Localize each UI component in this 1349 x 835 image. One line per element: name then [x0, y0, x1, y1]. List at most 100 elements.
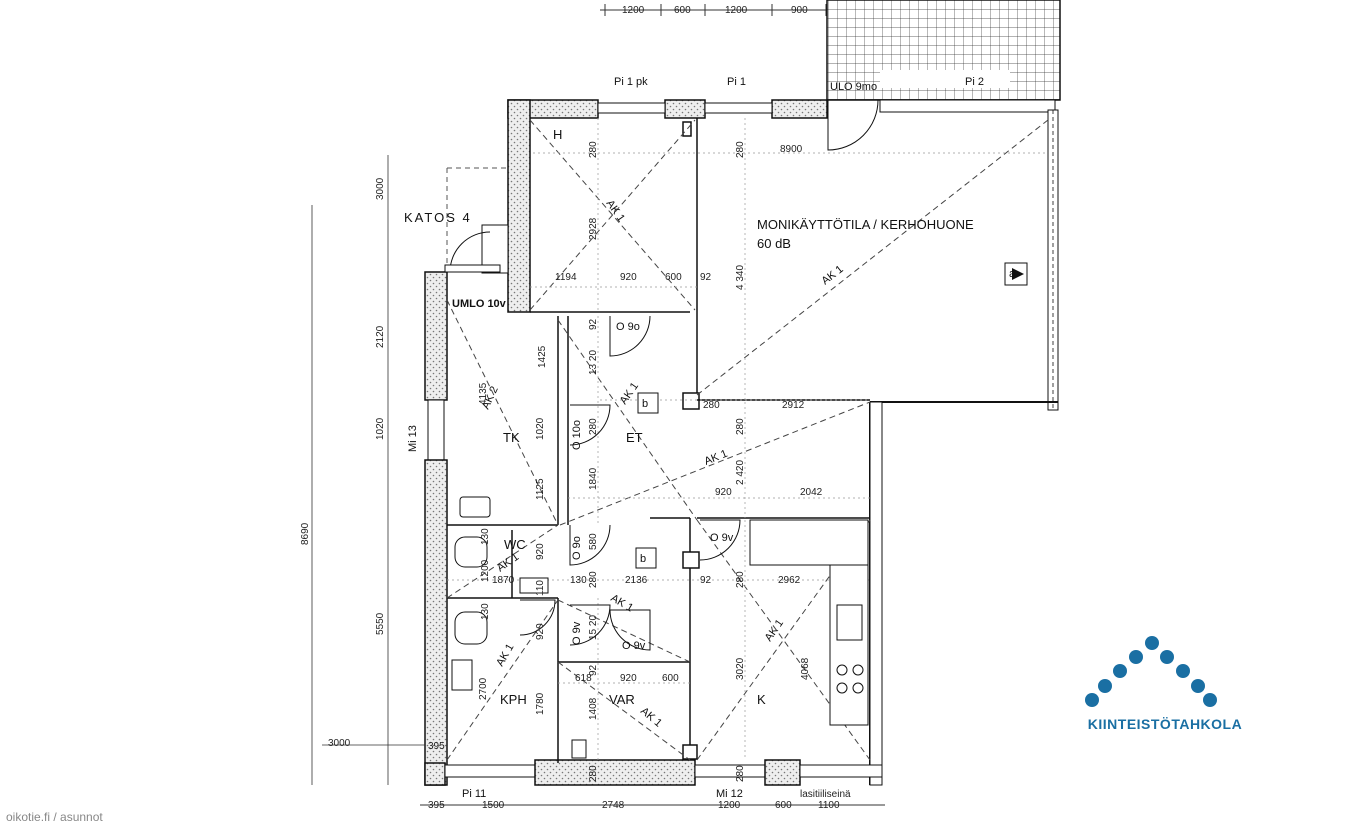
dim-280g: 280 — [735, 571, 746, 588]
terrace-label-bg — [880, 70, 1010, 88]
dim-top-1: 1200 — [622, 5, 645, 16]
door-o10o: O 10o — [571, 420, 583, 450]
dim-left-5: 8690 — [300, 522, 311, 545]
dim-1840: 1840 — [588, 467, 599, 490]
dim-1520: 15 20 — [588, 615, 599, 640]
dim-left-1: 3000 — [375, 177, 386, 200]
dim-left-4: 5550 — [375, 612, 386, 635]
dim-2928: 2928 — [588, 217, 599, 240]
markers: a b b — [635, 262, 1028, 569]
marker-a: a — [1009, 268, 1016, 280]
dim-92a: 92 — [700, 272, 712, 283]
dim-2136: 2136 — [625, 575, 648, 586]
ak-var: AK 1 — [638, 705, 664, 730]
dim-left-2: 2120 — [375, 325, 386, 348]
dim-130a: 130 — [480, 528, 491, 545]
label-ulo: ULO 9mo — [830, 81, 877, 93]
logo-wordmark: KIINTEISTÖTAHKOLA — [1087, 716, 1243, 732]
dim-2962: 2962 — [778, 575, 801, 586]
toilet-kph — [454, 611, 488, 645]
dim-280e: 280 — [735, 418, 746, 435]
dim-920c: 920 — [535, 543, 546, 560]
dim-2420: 2 420 — [735, 460, 746, 485]
dim-bottom-5: 600 — [775, 800, 792, 811]
door-o9o-b: O 9o — [571, 536, 583, 560]
dim-280c: 280 — [588, 418, 599, 435]
dim-top-4: 900 — [791, 5, 808, 16]
interior-walls — [447, 118, 870, 763]
dim-280i: 280 — [735, 765, 746, 782]
dim-left-3: 1020 — [375, 417, 386, 440]
dim-bottom-3: 2748 — [602, 800, 625, 811]
kitchen-sink — [836, 604, 863, 641]
ak-main: AK 1 — [819, 263, 845, 287]
dim-1780: 1780 — [535, 692, 546, 715]
sink-kph — [451, 659, 473, 691]
dim-130b: 130 — [570, 575, 587, 586]
dim-1194: 1194 — [555, 272, 577, 283]
window-pi2: Pi 2 — [965, 76, 984, 88]
dim-1200: 1200 — [480, 559, 491, 582]
sink-tk — [459, 496, 491, 518]
reference-lines — [447, 118, 1048, 760]
room-k: K — [757, 692, 766, 707]
room-var: VAR — [609, 692, 635, 707]
left-dimensions — [311, 155, 425, 785]
dim-280f: 280 — [588, 571, 599, 588]
ak-diagonals — [446, 119, 1049, 761]
dim-1408: 1408 — [588, 697, 599, 720]
window-mi12: Mi 12 — [716, 788, 743, 800]
room-umlo: UMLO 10v — [452, 298, 507, 310]
dim-920e: 920 — [620, 673, 637, 684]
window-pi1: Pi 1 — [727, 76, 746, 88]
dim-8900: 8900 — [780, 144, 803, 155]
room-kph: KPH — [500, 692, 527, 707]
dim-280b: 280 — [735, 141, 746, 158]
room-et: ET — [626, 430, 643, 445]
dim-bottom-1: 395 — [428, 800, 445, 811]
door-swings — [519, 99, 879, 651]
dim-bottom-4: 1200 — [718, 800, 741, 811]
ak-wc: AK 1 — [495, 551, 521, 575]
marker-b-2: b — [640, 553, 646, 565]
kiinteistotahkola-logo-icon — [1085, 636, 1217, 707]
room-main-title: MONIKÄYTTÖTILA / KERHOHUONE — [757, 217, 974, 232]
dim-3020: 3020 — [735, 657, 746, 680]
inner-dimensions: 8900 280 280 2928 4 340 1194 920 600 92 … — [478, 141, 823, 782]
dim-left-6: 3000 — [328, 738, 351, 749]
dim-580: 580 — [588, 533, 599, 550]
room-labels: MONIKÄYTTÖTILA / KERHOHUONE 60 dB H TK E… — [404, 81, 974, 707]
dim-left-7: 395 — [428, 741, 445, 752]
dim-600b: 600 — [662, 673, 679, 684]
window-labels: Pi 1 pk Pi 1 Pi 2 Mi 13 Pi 11 Mi 12 lasi… — [407, 76, 984, 800]
dim-280a: 280 — [588, 141, 599, 158]
dim-1020: 1020 — [535, 417, 546, 440]
dim-130c: 130 — [480, 603, 491, 620]
exterior-walls — [424, 99, 1059, 786]
window-lasitiiliseina: lasitiiliseinä — [800, 789, 851, 800]
dim-1425: 1425 — [537, 345, 548, 368]
dim-1125: 1125 — [535, 478, 546, 500]
door-labels: O 9o O 10o O 9o O 9v O 9v O 9v — [571, 321, 734, 652]
watermark: oikotie.fi / asunnot — [6, 810, 103, 824]
ak-kph: AK 1 — [494, 642, 516, 669]
dim-920b: 920 — [715, 487, 732, 498]
dim-2912: 2912 — [782, 400, 805, 411]
dim-top-3: 1200 — [725, 5, 748, 16]
dim-2700: 2700 — [478, 677, 489, 700]
toilet-wc — [454, 536, 488, 568]
room-katos: KATOS 4 — [404, 210, 472, 225]
dim-top-2: 600 — [674, 5, 691, 16]
ak-k: AK 1 — [763, 617, 787, 643]
dim-618: 618 — [575, 673, 592, 684]
umlo-area — [444, 167, 509, 274]
dim-2042: 2042 — [800, 487, 823, 498]
dim-280h: 280 — [588, 765, 599, 782]
ak-hall: AK 1 — [609, 592, 636, 614]
dim-92b: 92 — [588, 318, 599, 330]
kitchen-counter-top — [749, 519, 869, 566]
dim-920d: 920 — [535, 623, 546, 640]
dim-280d: 280 — [703, 400, 720, 411]
